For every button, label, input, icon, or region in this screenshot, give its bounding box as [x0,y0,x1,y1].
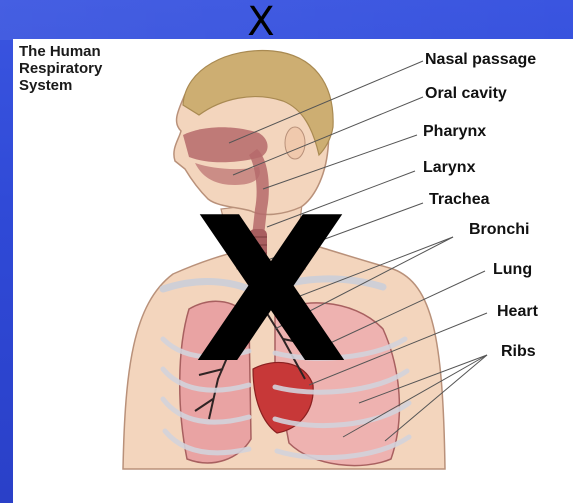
label-nasal-passage: Nasal passage [425,51,536,69]
x-mark-center: X [194,192,344,392]
label-heart: Heart [497,303,538,321]
label-larynx: Larynx [423,159,475,177]
title-line-3: System [19,77,169,94]
slide-background [0,0,573,40]
diagram-title: The Human Respiratory System [19,43,169,94]
x-mark-top: X [241,2,281,42]
label-oral-cavity: Oral cavity [425,85,507,103]
label-bronchi: Bronchi [469,221,529,239]
title-line-2: Respiratory [19,60,169,77]
label-trachea: Trachea [429,191,489,209]
label-pharynx: Pharynx [423,123,486,141]
title-line-1: The Human [19,43,169,60]
ear-shape [285,127,305,159]
label-ribs: Ribs [501,343,536,361]
label-lung: Lung [493,261,532,279]
